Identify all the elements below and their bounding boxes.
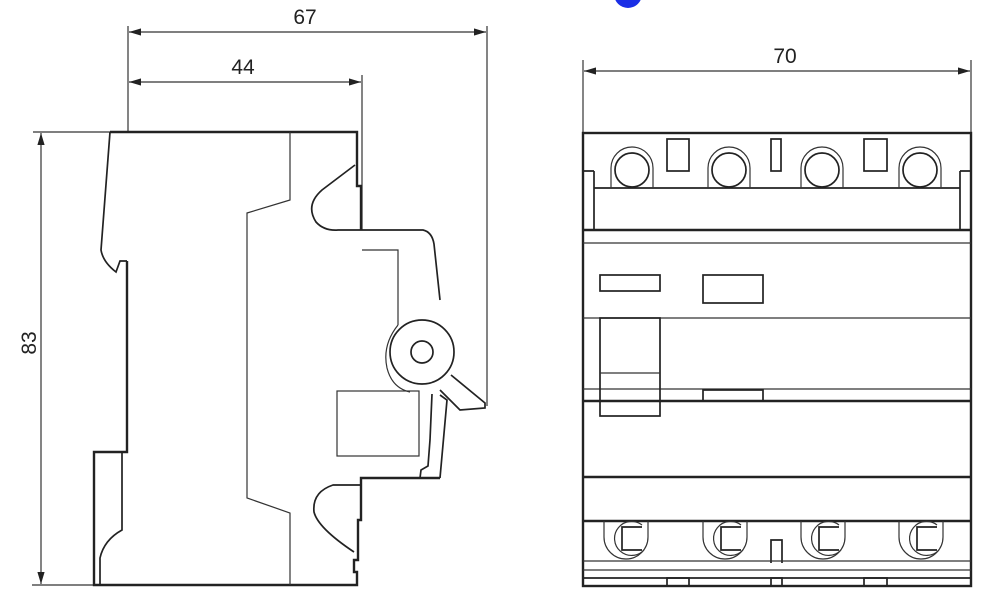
blue-dot xyxy=(615,0,641,8)
front-view: 70 xyxy=(581,45,973,588)
bottom-terminals xyxy=(603,520,944,563)
dimension-70: 70 xyxy=(582,45,972,132)
indicator-window xyxy=(599,274,661,292)
side-body-outline xyxy=(92,130,440,587)
terminal-screw xyxy=(800,520,846,560)
dimension-44-label: 44 xyxy=(231,56,255,79)
terminal-screw xyxy=(707,146,751,188)
terminal-screw xyxy=(610,146,654,188)
dimension-70-label: 70 xyxy=(773,45,796,68)
top-terminals xyxy=(583,138,971,230)
din-clip-top xyxy=(100,131,127,274)
dimension-83: 83 xyxy=(18,131,110,586)
terminal-screw xyxy=(702,520,748,560)
side-label-window xyxy=(336,390,420,457)
toggle-lever-front xyxy=(599,317,661,417)
upper-terminal-hook xyxy=(310,164,441,301)
lower-terminal-hook xyxy=(313,484,360,553)
terminal-screw xyxy=(898,520,944,560)
label-plate xyxy=(702,274,764,304)
side-inner-profile xyxy=(246,132,291,585)
din-clip-bottom xyxy=(99,452,123,585)
dimension-44: 44 xyxy=(129,56,363,230)
dimension-67-label: 67 xyxy=(293,6,316,29)
dimension-67: 67 xyxy=(127,6,488,406)
terminal-screw xyxy=(898,146,942,188)
side-inner-step xyxy=(362,249,399,325)
handle-pivot xyxy=(389,319,455,385)
dimension-83-label: 83 xyxy=(18,331,41,354)
toggle-handle xyxy=(385,319,486,479)
terminal-screw xyxy=(800,146,844,188)
handle-pivot-hole xyxy=(410,340,434,364)
side-view: 67 44 83 xyxy=(18,6,488,587)
terminal-screw xyxy=(603,520,649,560)
test-button xyxy=(702,389,764,402)
front-body-outline xyxy=(581,131,973,588)
